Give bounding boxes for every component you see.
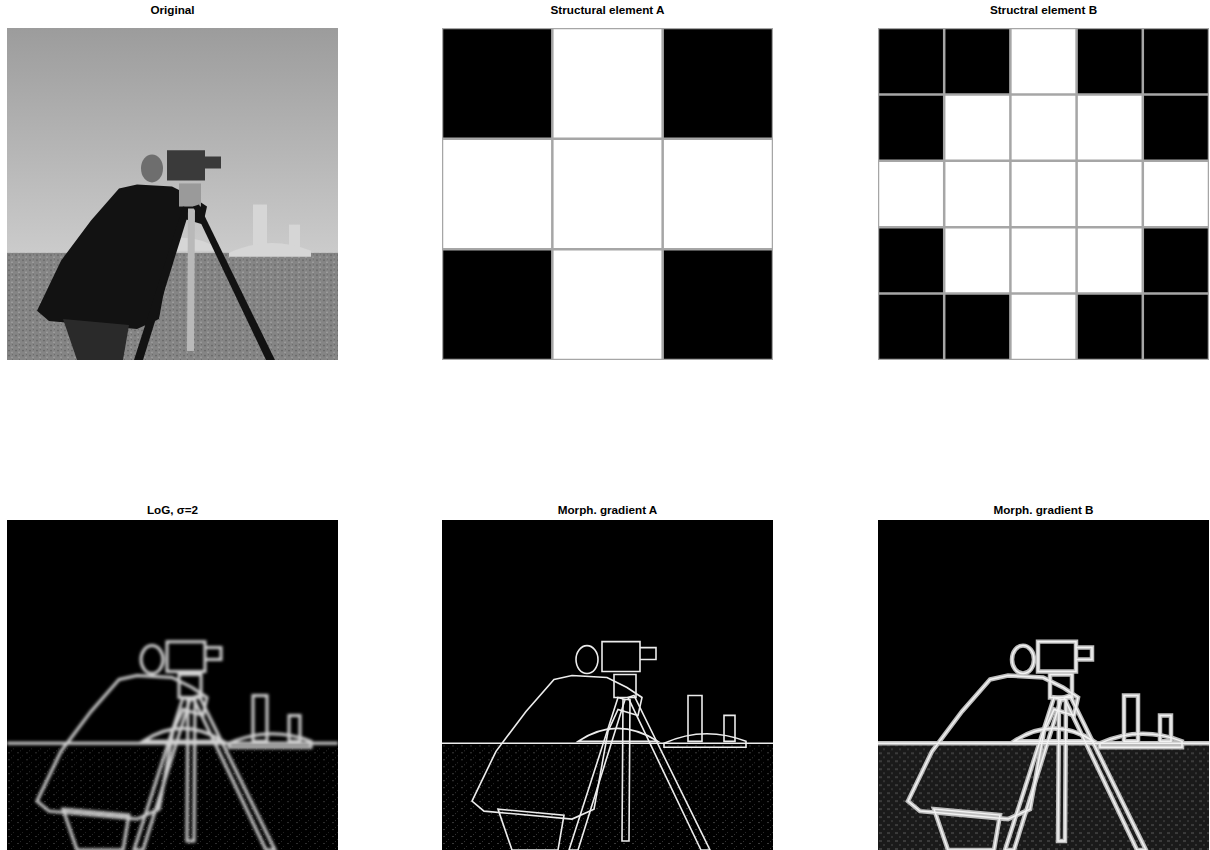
image-panel: Original xyxy=(7,2,338,18)
grid-lines xyxy=(878,28,1209,360)
structuring-element-grid xyxy=(442,28,773,360)
image-panel: LoG, σ=2 xyxy=(7,502,338,518)
edge-outline xyxy=(442,642,773,850)
edge-outline xyxy=(7,642,338,850)
edge-outline xyxy=(878,642,1209,850)
panel-title: Original xyxy=(7,2,338,18)
log-edge-image xyxy=(7,520,338,850)
panel-title: Morph. gradient A xyxy=(442,502,773,518)
grid-cells xyxy=(878,28,1209,360)
image-panel: Morph. gradient A xyxy=(442,502,773,518)
original-photo xyxy=(7,28,338,360)
edge-outline xyxy=(878,642,1209,850)
gradient-image xyxy=(442,520,773,850)
image-panel: Structral element B xyxy=(878,2,1209,18)
panel-title: Structral element B xyxy=(878,2,1209,18)
image-panel: Structural element A xyxy=(442,2,773,18)
grid-lines xyxy=(442,28,773,360)
image-panel: Morph. gradient B xyxy=(878,502,1209,518)
structuring-element-grid xyxy=(878,28,1209,360)
gradient-image xyxy=(878,520,1209,850)
panel-title: LoG, σ=2 xyxy=(7,502,338,518)
panel-title: Morph. gradient B xyxy=(878,502,1209,518)
panel-title: Structural element A xyxy=(442,2,773,18)
cameraman xyxy=(37,150,275,360)
grid-cells xyxy=(442,28,773,360)
